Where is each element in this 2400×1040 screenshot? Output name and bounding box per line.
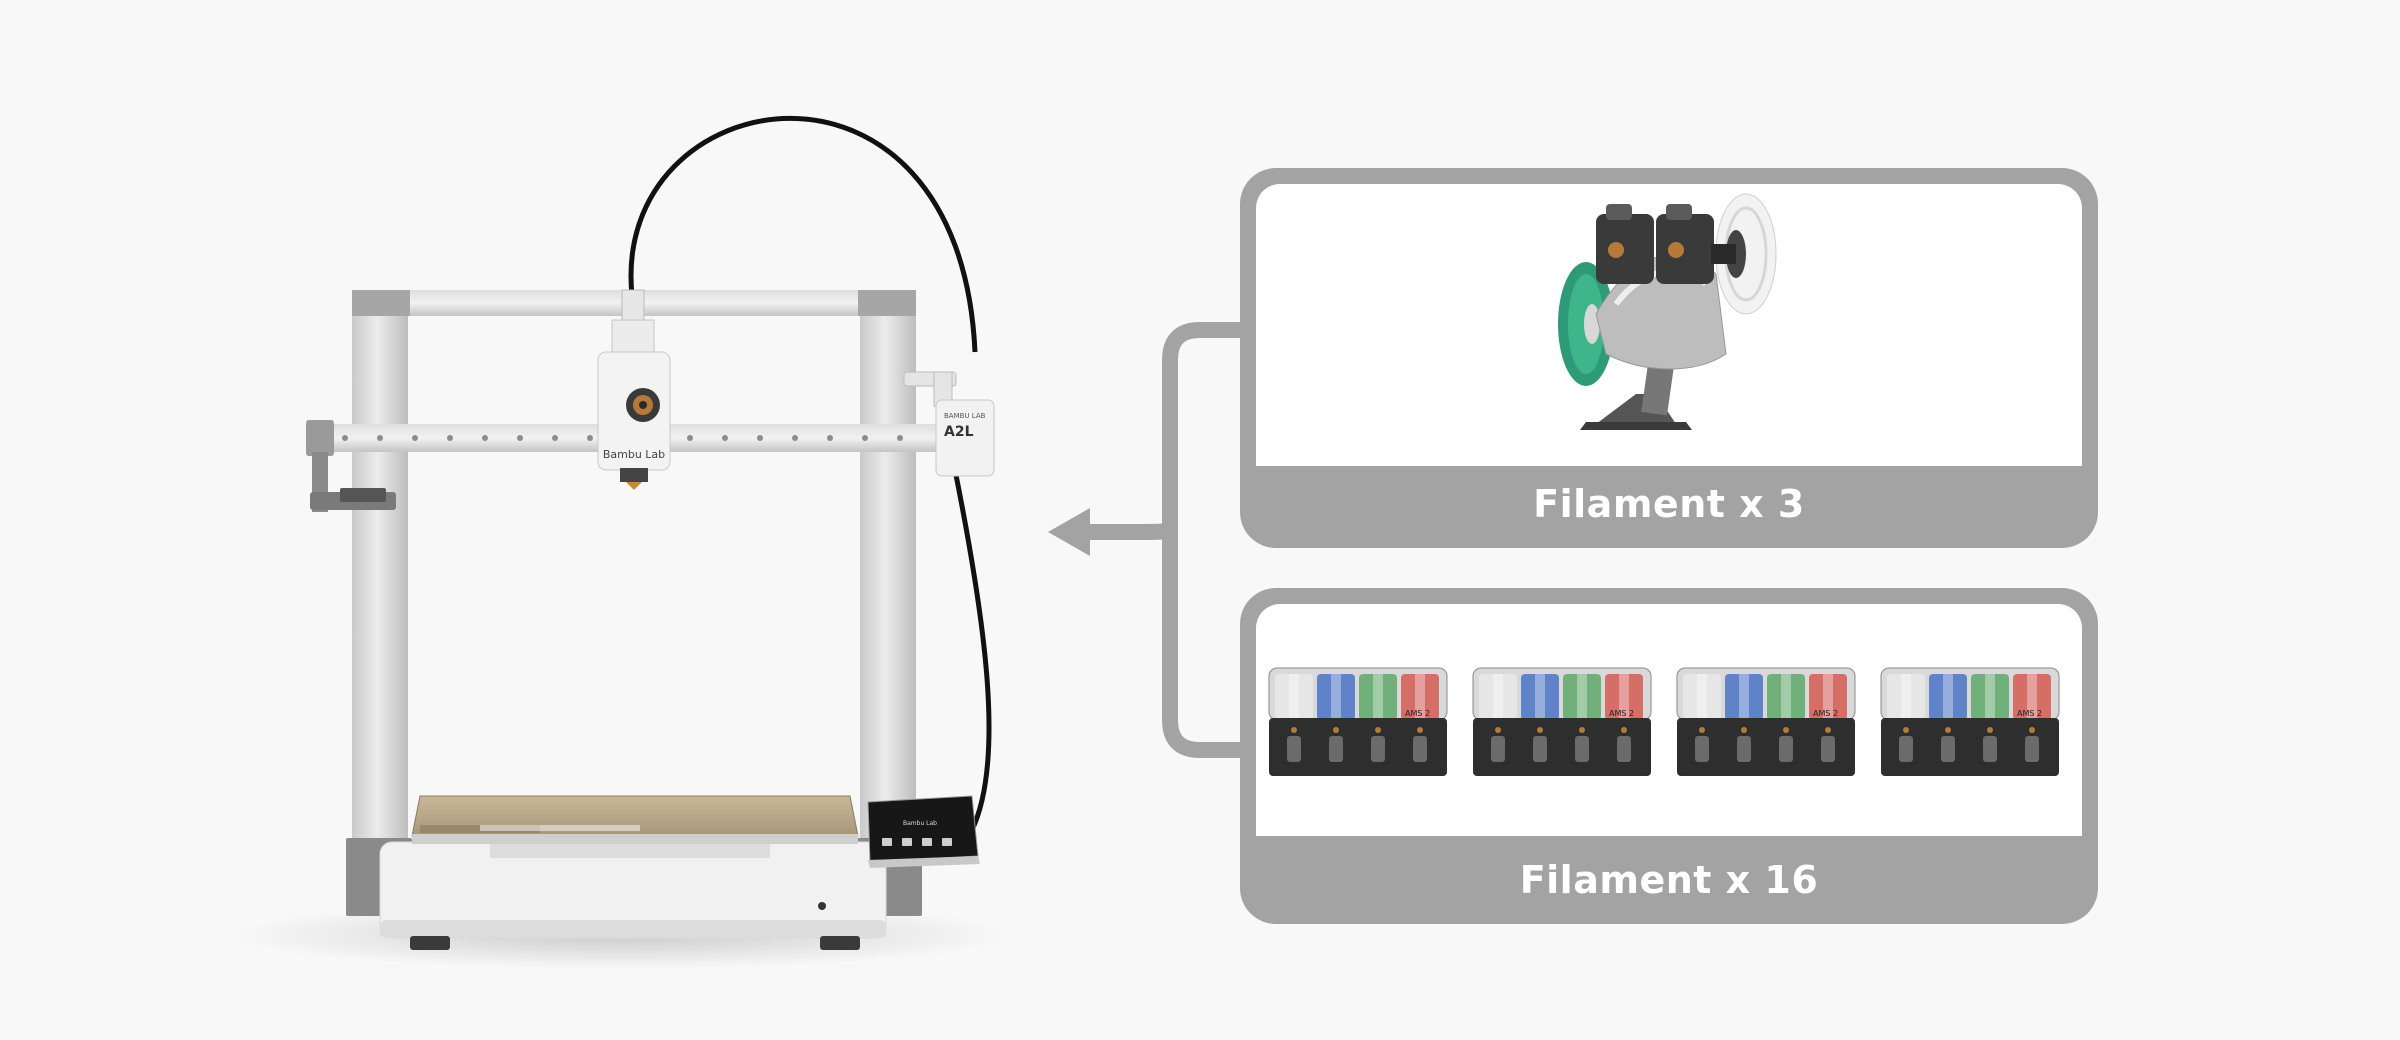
side-bracket	[310, 452, 396, 512]
base	[379, 841, 887, 950]
option-card-ams: AMS 2 AMS 2 AMS 2 AMS 2 Filament x 16	[1240, 588, 2098, 924]
ams-spool	[1275, 674, 1313, 720]
option-label: Filament x 16	[1519, 858, 1819, 902]
ams-spool	[1359, 674, 1397, 720]
spool-holder-image	[1558, 193, 1777, 430]
option-card-single: Filament x 3	[1240, 168, 2098, 548]
ams-spool	[1479, 674, 1517, 720]
ams-spool	[1971, 674, 2009, 720]
ams-spool	[2013, 674, 2051, 720]
ams-unit: AMS 2	[1676, 667, 1856, 776]
printer-image: Bambu Lab BAMBU LAB A2L	[230, 116, 1010, 969]
ams-spool	[1605, 674, 1643, 720]
ams-spool	[1683, 674, 1721, 720]
cable	[952, 469, 992, 832]
ams-unit: AMS 2	[1472, 667, 1652, 776]
ams-spool	[1317, 674, 1355, 720]
bracket-connector	[1048, 322, 1240, 758]
screen-title: Bambu Lab	[903, 820, 937, 827]
ams-spool	[1401, 674, 1439, 720]
ams-unit-label: AMS 2	[1405, 709, 1430, 718]
ams-spool	[1887, 674, 1925, 720]
module-brand: BAMBU LAB	[944, 412, 986, 420]
ams-units-image: AMS 2 AMS 2 AMS 2 AMS 2	[1268, 667, 2060, 776]
card-image-area	[1256, 184, 2082, 466]
ams-unit: AMS 2	[1880, 667, 2060, 776]
module-model: A2L	[944, 424, 974, 440]
card-image-area: AMS 2 AMS 2 AMS 2 AMS 2	[1256, 604, 2082, 836]
arrow-left-icon	[1048, 508, 1090, 556]
touchscreen: Bambu Lab	[867, 795, 980, 868]
ams-unit-label: AMS 2	[1609, 709, 1634, 718]
toolhead: Bambu Lab	[597, 289, 671, 490]
ams-spool	[1725, 674, 1763, 720]
ams-spool	[1809, 674, 1847, 720]
ams-spool	[1929, 674, 1967, 720]
option-label: Filament x 3	[1533, 482, 1805, 526]
ptfe-tube	[628, 116, 978, 353]
ams-spool	[1563, 674, 1601, 720]
ams-unit-label: AMS 2	[1813, 709, 1838, 718]
ams-unit: AMS 2	[1268, 667, 1448, 776]
print-bed	[411, 795, 859, 844]
ams-spool	[1767, 674, 1805, 720]
toolhead-brand: Bambu Lab	[603, 448, 665, 461]
ams-spool	[1521, 674, 1559, 720]
side-module: BAMBU LAB A2L	[903, 371, 995, 477]
left-column	[346, 292, 412, 916]
ams-unit-label: AMS 2	[2017, 709, 2042, 718]
